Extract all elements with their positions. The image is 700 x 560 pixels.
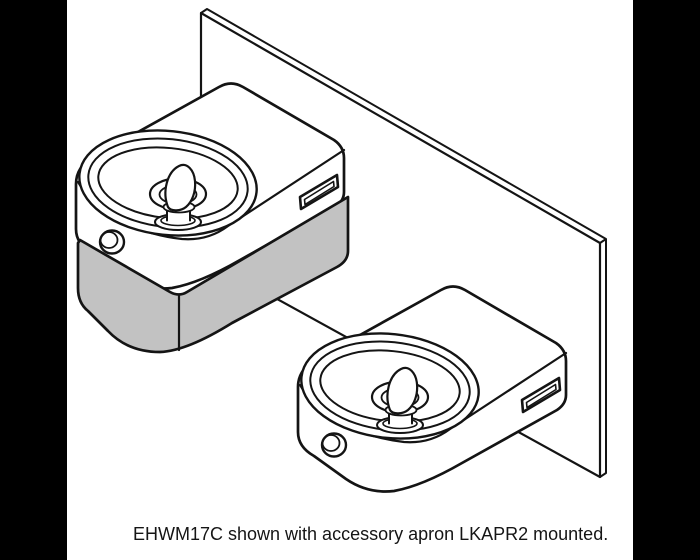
mounting-plate-thickness	[200, 8, 607, 478]
accessory-apron	[76, 195, 350, 354]
drinking-fountain-upper	[72, 82, 350, 354]
apron-panel	[76, 195, 350, 354]
figure-caption: EHWM17C shown with accessory apron LKAPR…	[133, 524, 609, 544]
